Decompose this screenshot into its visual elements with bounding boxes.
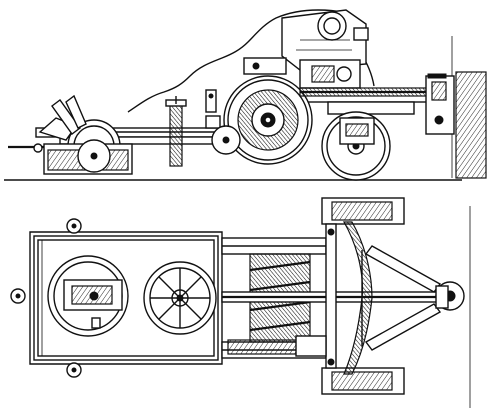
plan-view — [10, 197, 471, 408]
plan-rear-wheels — [321, 197, 405, 395]
handwheel — [143, 261, 217, 335]
vertical-gear-column — [165, 96, 187, 167]
wall-section — [451, 36, 487, 179]
end-pulley — [435, 206, 471, 408]
control-post — [205, 89, 221, 129]
flywheel — [223, 75, 313, 165]
upper-linkage — [243, 57, 361, 89]
drive-shaft — [221, 291, 463, 303]
gear-rack — [227, 335, 327, 357]
front-tow-rod — [8, 143, 44, 153]
front-wheel-assembly — [38, 94, 133, 175]
side-elevation-view — [4, 9, 487, 181]
mid-wheel — [211, 125, 241, 155]
left-port-assembly — [47, 255, 129, 337]
end-bracket — [425, 73, 455, 135]
mounting-lugs — [10, 218, 82, 378]
screw-shaft — [299, 87, 446, 97]
motor-housing — [281, 9, 369, 71]
main-frame-rail — [35, 91, 435, 145]
brake-band — [342, 221, 373, 375]
rear-wheel — [321, 111, 391, 181]
